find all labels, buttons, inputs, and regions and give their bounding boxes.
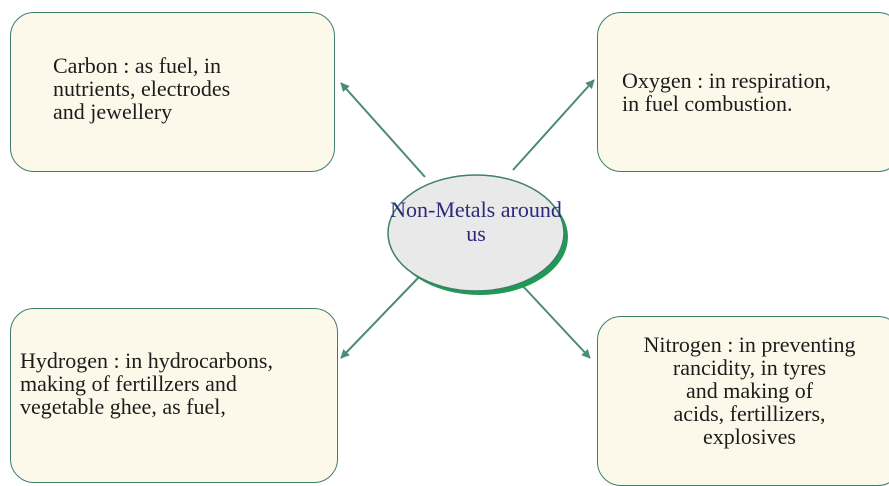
center-node <box>387 174 565 292</box>
arrow-to-hydrogen <box>340 275 421 359</box>
center-node-label: Non-Metals around us <box>388 198 564 246</box>
nitrogen-node-text-line: rancidity, in tyres <box>672 355 827 380</box>
carbon-node-box: Carbon : as fuel, in nutrients, electrod… <box>10 12 335 172</box>
diagram-canvas <box>340 79 595 359</box>
arrow-to-nitrogen <box>519 282 591 359</box>
nitrogen-node-text-line: and making of <box>685 378 814 403</box>
oxygen-node-text-line: Oxygen : in respiration, <box>622 68 831 93</box>
hydrogen-node-box: Hydrogen : in hydrocarbons, making of fe… <box>10 308 338 483</box>
oxygen-node-box: Oxygen : in respiration, in fuel combust… <box>597 12 889 172</box>
arrow-to-carbon <box>340 82 426 178</box>
hydrogen-node-text-line: vegetable ghee, as fuel, <box>20 394 226 419</box>
oxygen-node-text-line: in fuel combustion. <box>622 91 793 116</box>
hydrogen-node-text-line: Hydrogen : in hydrocarbons, <box>20 348 273 373</box>
nitrogen-node-text-line: explosives <box>703 424 796 449</box>
carbon-node-text-line: nutrients, electrodes <box>53 76 231 101</box>
nitrogen-node-text-line: Nitrogen : in preventing <box>643 332 856 357</box>
center-label-line: us <box>466 221 486 246</box>
carbon-node-text-line: and jewellery <box>53 99 173 124</box>
hydrogen-node-text-line: making of fertillzers and <box>20 371 237 396</box>
nitrogen-node-box: Nitrogen : in preventing rancidity, in t… <box>597 316 889 486</box>
center-label-line: around <box>500 197 562 222</box>
nitrogen-node-text-line: acids, fertillizers, <box>673 401 826 426</box>
center-label-line: Non-Metals <box>390 197 496 222</box>
arrow-to-oxygen <box>512 79 595 171</box>
carbon-node-text-line: Carbon : as fuel, in <box>53 53 222 78</box>
